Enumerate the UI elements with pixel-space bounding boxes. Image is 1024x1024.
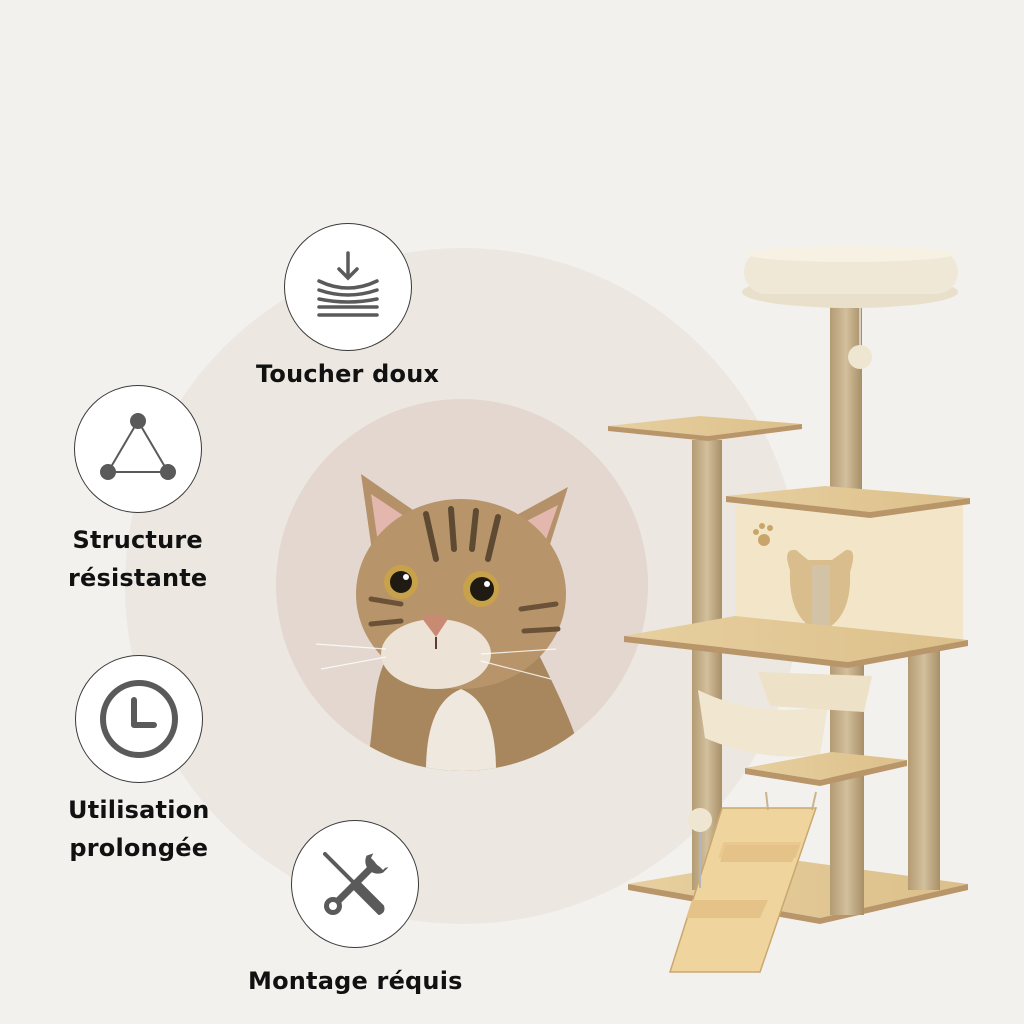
feature-label-line: Structure bbox=[72, 526, 203, 554]
cat-photo-circle bbox=[276, 399, 648, 771]
soft-layers-arrow-icon bbox=[316, 251, 379, 317]
feature-label: Utilisation prolongée bbox=[68, 791, 210, 867]
feature-label: Montage réquis bbox=[248, 962, 463, 1000]
feature-long-use: Utilisation prolongée bbox=[68, 655, 210, 867]
tools-icon bbox=[323, 850, 390, 915]
feature-label-line: Toucher doux bbox=[256, 360, 440, 388]
icon-badge bbox=[291, 820, 420, 948]
feature-label-line: Montage réquis bbox=[248, 967, 463, 995]
sisal-post bbox=[908, 650, 940, 890]
cat-photo bbox=[315, 474, 586, 771]
icon-badge bbox=[73, 385, 202, 513]
clock-icon bbox=[99, 680, 178, 758]
feature-assembly-required: Montage réquis bbox=[248, 820, 463, 1000]
icon-badge bbox=[283, 223, 412, 351]
triangle-structure-icon bbox=[99, 413, 176, 480]
feature-label-line: résistante bbox=[68, 564, 208, 592]
feature-label-line: Utilisation bbox=[68, 796, 210, 824]
feature-sturdy-structure: Structure résistante bbox=[68, 385, 207, 597]
feature-label: Toucher doux bbox=[256, 355, 439, 393]
feature-label: Structure résistante bbox=[68, 521, 207, 597]
cat-tree-product bbox=[608, 246, 970, 973]
sisal-post bbox=[830, 305, 862, 505]
feature-soft-touch: Toucher doux bbox=[256, 223, 439, 393]
icon-badge bbox=[74, 655, 203, 783]
feature-label-line: prolongée bbox=[69, 834, 209, 862]
